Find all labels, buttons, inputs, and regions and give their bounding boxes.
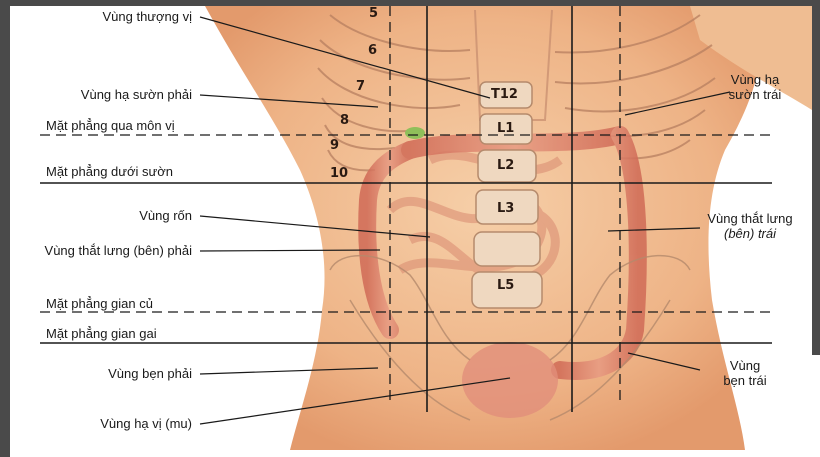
- label-left-hypochondriac-line1: Vùng hạ: [730, 72, 780, 87]
- rib-number-8: 8: [340, 113, 350, 128]
- rib-number-9: 9: [330, 138, 340, 153]
- label-transpyloric-plane: Mặt phẳng qua môn vị: [46, 118, 175, 133]
- vertebral-column: [471, 81, 543, 309]
- label-subcostal-plane: Mặt phẳng dưới sườn: [46, 164, 173, 179]
- left-shoulder: [690, 6, 812, 110]
- label-left-lumbar-line2: (bên) trái: [723, 226, 777, 241]
- label-epigastric-region: Vùng thượng vị: [102, 9, 192, 24]
- label-umbilical-region: Vùng rốn: [139, 208, 192, 223]
- rib-number-5: 5: [369, 6, 379, 21]
- label-intertubercular-plane: Mặt phẳng gian củ: [46, 296, 153, 311]
- leader-lines: [199, 16, 731, 425]
- top-frame-edge: [0, 0, 820, 6]
- label-right-lumbar-region: Vùng thắt lưng (bên) phải: [44, 243, 192, 258]
- left-frame-edge: [0, 0, 10, 457]
- label-hypogastric-region: Vùng hạ vị (mu): [100, 416, 192, 431]
- rib-number-6: 6: [368, 43, 378, 58]
- label-left-lumbar-line1: Vùng thắt lưng: [707, 211, 793, 226]
- label-interspinous-plane: Mặt phẳng gian gai: [46, 326, 157, 341]
- rib-number-7: 7: [356, 79, 366, 94]
- rib-number-10: 10: [330, 166, 349, 181]
- vertebra-t12: T12: [491, 87, 518, 102]
- region-solid-lines: [40, 6, 772, 412]
- vertebra-l2: L2: [497, 158, 515, 173]
- label-left-inguinal-line1: Vùng: [729, 358, 761, 373]
- bladder: [462, 342, 558, 418]
- region-dashed-lines: [40, 6, 772, 400]
- vertebra-l3: L3: [497, 201, 515, 216]
- right-frame-edge: [812, 0, 820, 355]
- gallbladder: [405, 127, 425, 139]
- label-left-hypochondriac-line2: sườn trái: [728, 87, 782, 102]
- label-right-inguinal-region: Vùng bẹn phải: [108, 366, 192, 381]
- label-right-hypochondriac-region: Vùng hạ sườn phải: [80, 87, 192, 102]
- label-left-inguinal-line2: bẹn trái: [723, 373, 767, 388]
- vertebra-l5: L5: [497, 278, 515, 293]
- vertebra-l1: L1: [497, 121, 515, 136]
